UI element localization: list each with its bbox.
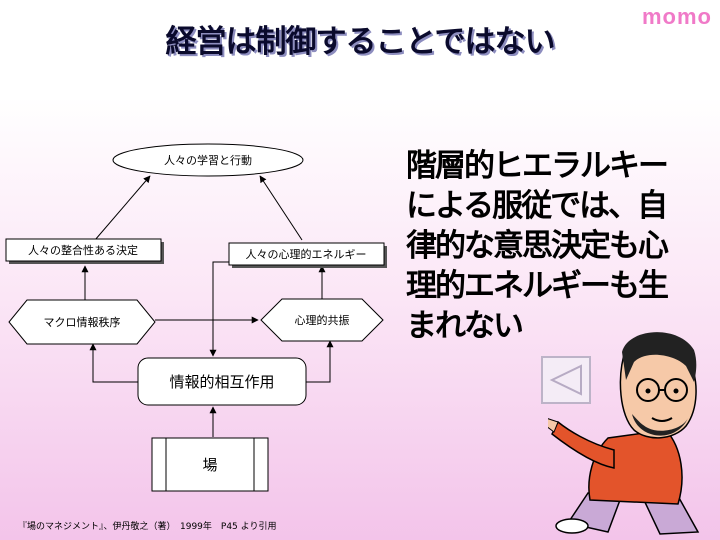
arrow-interaction-to-resonance <box>306 340 334 383</box>
arrow-interaction-to-macro <box>89 343 138 383</box>
citation-source: 『場のマネジメント』、伊丹敬之（著） 1999年 P45 より引用 <box>18 522 277 532</box>
node-resonance: 心理的共振 <box>260 298 384 342</box>
node-learning-action: 人々の学習と行動 <box>112 143 304 177</box>
connector-lines <box>81 175 334 437</box>
node-learning-action-label: 人々の学習と行動 <box>164 153 252 167</box>
node-decision-label: 人々の整合性ある決定 <box>28 243 138 257</box>
node-decision: 人々の整合性ある決定 <box>5 238 164 264</box>
key-message-line: 律的な意思決定も心 <box>406 228 669 264</box>
node-interaction: 情報的相互作用 <box>137 357 307 406</box>
arrow-energy-to-goal <box>259 175 303 241</box>
key-message-line: による服従では、自 <box>406 188 668 224</box>
node-energy-label: 人々の心理的エネルギー <box>246 247 367 261</box>
key-message-line: 階層的ヒエラルキー <box>406 148 669 184</box>
triangle-left-icon <box>549 364 582 396</box>
page-title: 経営は制御することではない <box>165 24 555 60</box>
arrow-energy-to-interaction <box>209 261 229 357</box>
node-ba: 場 <box>151 437 269 492</box>
node-resonance-label: 心理的共振 <box>295 313 350 327</box>
key-message-line: 理的エネルギーも生 <box>406 268 669 304</box>
brand-logo: momo <box>642 4 712 29</box>
arrow-decision-to-goal <box>94 175 151 241</box>
key-message-line: まれない <box>406 308 524 344</box>
node-energy: 人々の心理的エネルギー <box>228 242 387 268</box>
node-macro-order: マクロ情報秩序 <box>8 299 156 345</box>
node-ba-label: 場 <box>202 456 217 474</box>
presenter-illustration <box>548 332 700 535</box>
node-interaction-label: 情報的相互作用 <box>169 373 274 391</box>
key-message: 階層的ヒエラルキー による服従では、自 律的な意思決定も心 理的エネルギーも生 … <box>406 146 696 346</box>
back-button[interactable] <box>541 356 591 404</box>
node-macro-order-label: マクロ情報秩序 <box>44 315 121 329</box>
